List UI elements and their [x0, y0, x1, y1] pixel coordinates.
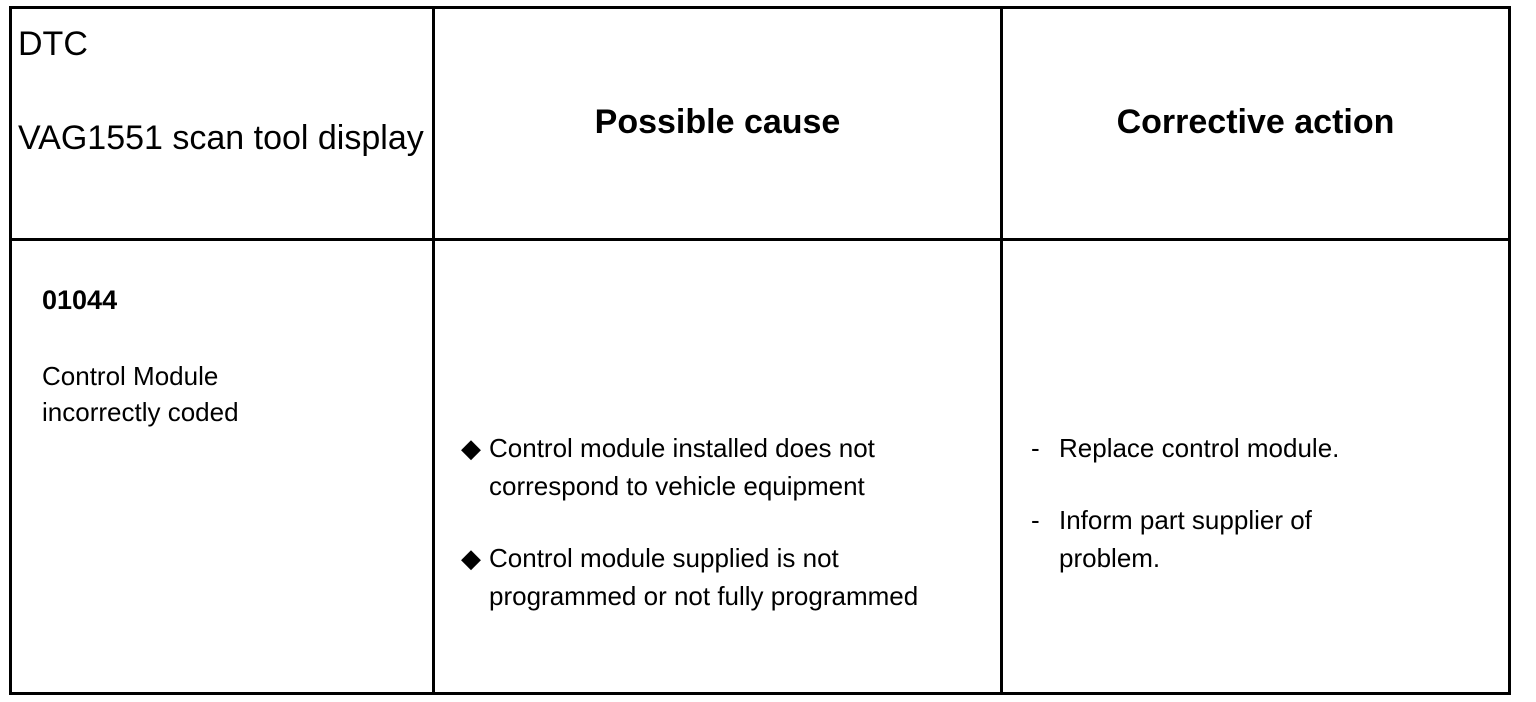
diamond-bullet-icon: ◆ — [461, 543, 481, 573]
action-list-item: - Replace control module. — [1031, 429, 1508, 467]
header-dtc: DTC VAG1551 scan tool display — [9, 6, 435, 241]
dtc-description: Control Module incorrectly coded — [42, 361, 239, 427]
cause-text: Control module installed does not corres… — [489, 433, 875, 501]
cause-list-item: ◆ Control module supplied is not program… — [461, 539, 1000, 615]
corrective-action-cell: - Replace control module. - Inform part … — [1000, 238, 1511, 695]
header-row: DTC VAG1551 scan tool display Possible c… — [9, 6, 1511, 241]
possible-cause-cell: ◆ Control module installed does not corr… — [432, 238, 1003, 695]
dash-bullet-icon: - — [1031, 505, 1040, 535]
action-list-item: - Inform part supplier of problem. — [1031, 501, 1508, 577]
cause-text: Control module supplied is not programme… — [489, 543, 919, 611]
action-text: Replace control module. — [1059, 433, 1340, 463]
diamond-bullet-icon: ◆ — [461, 433, 481, 463]
table-row: 01044 Control Module incorrectly coded ◆… — [9, 238, 1511, 695]
header-possible-cause: Possible cause — [432, 6, 1003, 241]
header-dtc-label: DTC — [18, 25, 88, 63]
cause-list-item: ◆ Control module installed does not corr… — [461, 429, 1000, 505]
dtc-table: DTC VAG1551 scan tool display Possible c… — [9, 6, 1511, 695]
action-text: Inform part supplier of problem. — [1059, 505, 1312, 573]
header-scan-tool-display-label: VAG1551 scan tool display — [18, 119, 424, 157]
dash-bullet-icon: - — [1031, 433, 1040, 463]
header-corrective-action: Corrective action — [1000, 6, 1511, 241]
dtc-code: 01044 — [42, 285, 118, 315]
dtc-cell: 01044 Control Module incorrectly coded — [9, 238, 435, 695]
